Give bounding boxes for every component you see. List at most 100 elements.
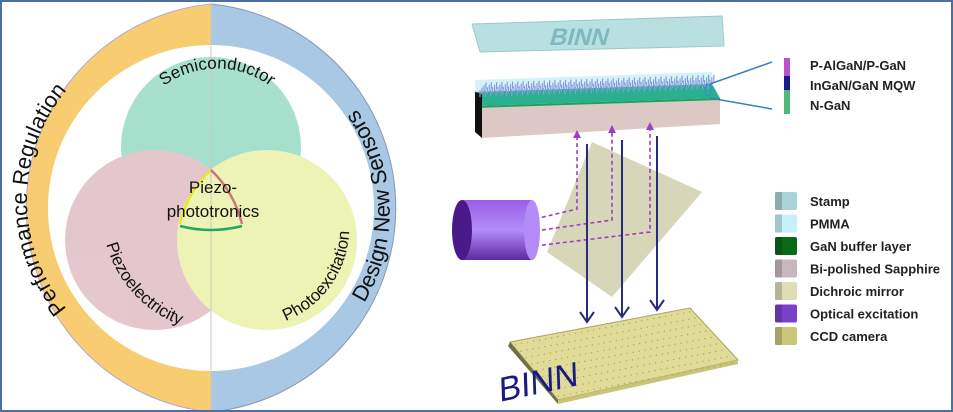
venn-center-line1: Piezo- [189, 178, 237, 197]
ccd-pixel [620, 346, 623, 348]
ccd-pixel [720, 357, 722, 359]
legend-item: Bi-polished Sapphire [775, 259, 940, 278]
ccd-pixel [665, 375, 668, 377]
legend-swatch-shade [775, 327, 782, 345]
legend-label: Bi-polished Sapphire [810, 262, 940, 277]
ccd-pixel [568, 333, 571, 336]
ccd-pixel [600, 380, 602, 382]
ccd-pixel [606, 378, 608, 381]
ccd-pixel [618, 369, 621, 371]
ccd-pixel [542, 368, 544, 370]
ccd-pixel [685, 348, 688, 351]
ccd-pixel [714, 350, 717, 353]
ccd-pixel [596, 350, 599, 353]
ccd-pixel [642, 364, 645, 366]
ccd-pixel [682, 312, 685, 314]
ccd-pixel [526, 341, 529, 344]
ccd-pixel [617, 384, 620, 386]
ccd-pixel [626, 352, 628, 355]
ccd-pixel [652, 325, 654, 327]
ccd-pixel [579, 346, 582, 349]
ccd-pixel [550, 337, 553, 339]
ccd-pixel [630, 366, 633, 369]
ccd-pixel [541, 376, 544, 378]
ccd-pixel [713, 366, 716, 368]
layer-label-n-gan: N-GaN [810, 98, 850, 113]
legend-swatch-cube-icon [775, 327, 797, 345]
excitation-arrowheads [573, 122, 654, 138]
ccd-pixel [614, 355, 616, 357]
ccd-pixel [566, 364, 568, 366]
ccd-pixel [710, 336, 712, 339]
legend-item: CCD camera [775, 327, 888, 345]
ccd-pixel [704, 330, 707, 332]
layer-label-ingan-mqw: InGaN/GaN MQW [810, 78, 916, 93]
ccd-pixel [636, 373, 638, 375]
ccd-pixel [586, 330, 589, 332]
ccd-pixel [648, 363, 651, 365]
ccd-pixel [707, 367, 710, 369]
ccd-pixel [525, 356, 528, 359]
ccd-pixel [662, 338, 665, 340]
legend-swatch-cube-icon [775, 237, 797, 255]
ccd-pixel [689, 370, 692, 372]
ccd-camera-plate: BINN [498, 307, 739, 410]
ccd-pixel [646, 326, 648, 328]
ccd-pixel [590, 359, 592, 361]
ccd-pixel [632, 351, 634, 353]
ccd-pixel [620, 353, 622, 356]
ccd-pixel [688, 318, 690, 321]
ccd-pixel [644, 349, 646, 351]
ccd-pixel [691, 347, 694, 350]
ccd-pixel [647, 378, 650, 380]
ccd-pixel [663, 330, 666, 333]
legend-swatch-cube-icon [775, 214, 797, 233]
ccd-pixel [714, 358, 716, 360]
ccd-pixel [614, 347, 617, 349]
ccd-pixel [687, 326, 690, 328]
ccd-pixel [658, 324, 660, 326]
ccd-pixel [702, 353, 705, 355]
ccd-pixel [584, 360, 586, 363]
ccd-pixel [548, 367, 550, 369]
ccd-pixel [643, 356, 646, 359]
ccd-pixel [632, 344, 635, 346]
ccd-pixel [638, 350, 640, 352]
legend-swatch-cube-icon [775, 282, 797, 300]
ccd-pixel [573, 347, 576, 350]
led-wafer [475, 61, 773, 138]
ccd-pixel [607, 363, 610, 366]
ccd-pixel [514, 343, 517, 346]
ccd-pixel [670, 314, 673, 316]
ccd-pixel [666, 359, 669, 362]
ccd-pixel [565, 371, 568, 374]
venn-diagram [65, 57, 357, 330]
ccd-pixel [674, 336, 677, 338]
ccd-pixel [644, 341, 647, 344]
ccd-pixel [624, 367, 627, 370]
ccd-pixel [715, 343, 718, 345]
legend-item: Dichroic mirror [775, 282, 904, 300]
ccd-pixel [604, 334, 606, 336]
ccd-pixel [599, 387, 602, 389]
ccd-pixel [555, 351, 558, 353]
ccd-pixel [678, 357, 681, 360]
ccd-pixel [650, 348, 652, 350]
ccd-pixel [618, 376, 620, 378]
legend-swatch-shade [775, 304, 782, 323]
outline-yellow [178, 169, 212, 225]
ccd-pixel [628, 330, 630, 332]
ccd-pixel [586, 337, 588, 340]
ccd-pixel [662, 345, 664, 348]
emission-beams [579, 136, 665, 324]
ccd-pixel [708, 352, 711, 354]
ccd-pixel [642, 372, 644, 374]
ccd-pixel [622, 331, 624, 333]
legend-label: GaN buffer layer [810, 239, 911, 254]
ccd-pixel [531, 355, 534, 358]
ccd-pixel [526, 349, 528, 351]
ccd-pixel [672, 358, 675, 361]
ccd-pixel [592, 336, 594, 339]
ccd-pixel [612, 377, 614, 380]
ccd-pixel [654, 369, 656, 372]
